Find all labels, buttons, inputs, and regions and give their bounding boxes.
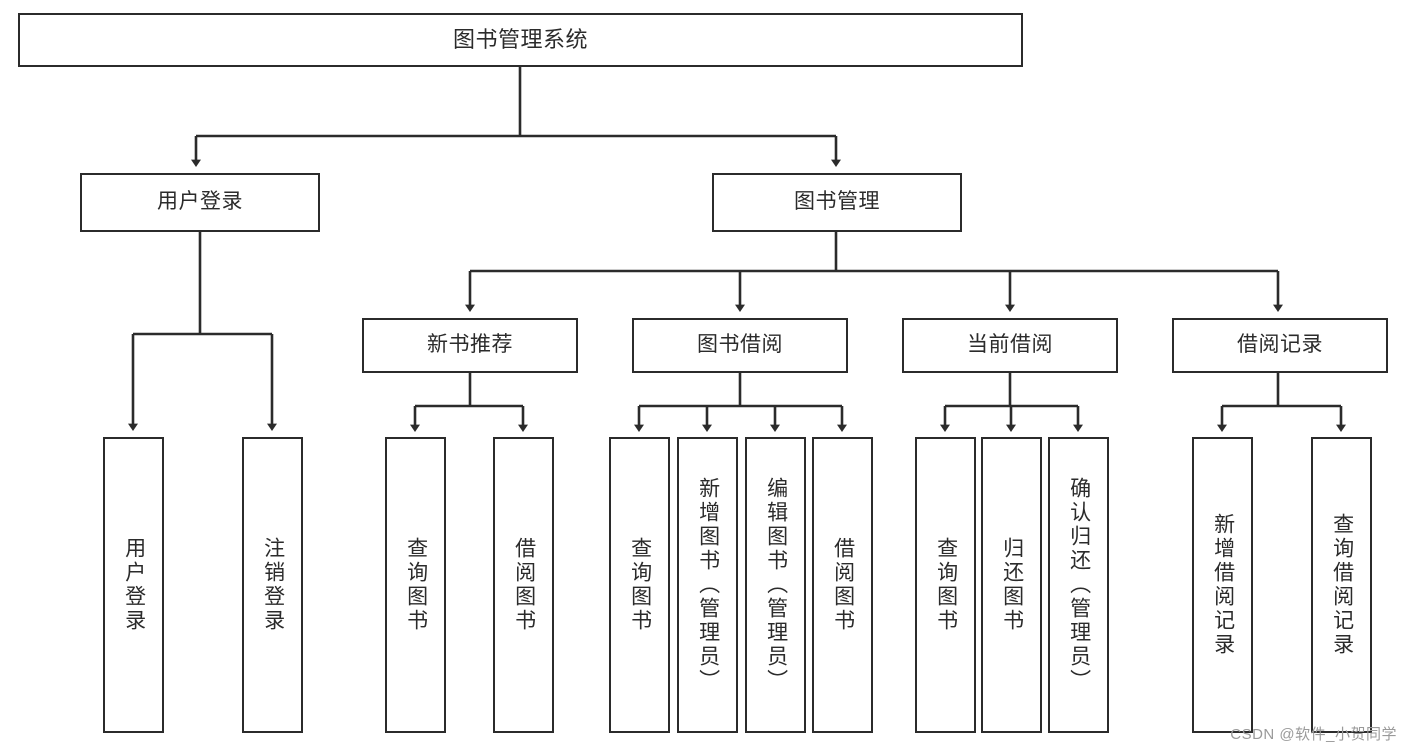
node-label: 新增图书（管理员） bbox=[696, 477, 720, 693]
node-label: 当前借阅 bbox=[967, 333, 1053, 357]
node-leaf-logout[interactable]: 注销登录 bbox=[242, 437, 303, 733]
node-label: 归还图书 bbox=[1000, 537, 1024, 633]
node-leaf-edit-book-admin[interactable]: 编辑图书（管理员） bbox=[745, 437, 806, 733]
node-label: 借阅图书 bbox=[831, 537, 855, 633]
node-leaf-query-book-current[interactable]: 查询图书 bbox=[915, 437, 976, 733]
node-label: 查询图书 bbox=[404, 537, 428, 633]
node-leaf-confirm-return-admin[interactable]: 确认归还（管理员） bbox=[1048, 437, 1109, 733]
node-label: 查询图书 bbox=[934, 537, 958, 633]
node-label: 用户登录 bbox=[157, 190, 243, 214]
node-leaf-query-borrow-record[interactable]: 查询借阅记录 bbox=[1311, 437, 1372, 733]
node-borrowing-record[interactable]: 借阅记录 bbox=[1172, 318, 1388, 373]
node-label: 借阅记录 bbox=[1237, 333, 1323, 357]
node-book-management-system[interactable]: 图书管理系统 bbox=[18, 13, 1023, 67]
node-label: 查询图书 bbox=[628, 537, 652, 633]
node-leaf-query-book-borrow[interactable]: 查询图书 bbox=[609, 437, 670, 733]
node-label: 编辑图书（管理员） bbox=[764, 477, 788, 693]
node-book-borrowing[interactable]: 图书借阅 bbox=[632, 318, 848, 373]
csdn-watermark: CSDN @软件_小贺同学 bbox=[1230, 726, 1397, 743]
node-label: 图书管理 bbox=[794, 190, 880, 214]
node-leaf-lend-book[interactable]: 借阅图书 bbox=[812, 437, 873, 733]
node-label: 注销登录 bbox=[261, 537, 285, 633]
node-label: 新增借阅记录 bbox=[1211, 513, 1235, 657]
node-leaf-borrow-book-newbook[interactable]: 借阅图书 bbox=[493, 437, 554, 733]
node-label: 图书管理系统 bbox=[452, 27, 588, 53]
node-current-borrowing[interactable]: 当前借阅 bbox=[902, 318, 1118, 373]
node-label: 借阅图书 bbox=[512, 537, 536, 633]
node-book-management[interactable]: 图书管理 bbox=[712, 173, 962, 232]
node-label: 确认归还（管理员） bbox=[1067, 477, 1091, 693]
node-leaf-user-login[interactable]: 用户登录 bbox=[103, 437, 164, 733]
node-label: 查询借阅记录 bbox=[1330, 513, 1354, 657]
node-leaf-add-borrow-record[interactable]: 新增借阅记录 bbox=[1192, 437, 1253, 733]
node-label: 新书推荐 bbox=[427, 333, 513, 357]
node-leaf-return-book[interactable]: 归还图书 bbox=[981, 437, 1042, 733]
node-leaf-query-book-newbook[interactable]: 查询图书 bbox=[385, 437, 446, 733]
node-leaf-add-book-admin[interactable]: 新增图书（管理员） bbox=[677, 437, 738, 733]
node-user-login[interactable]: 用户登录 bbox=[80, 173, 320, 232]
node-new-book-recommendation[interactable]: 新书推荐 bbox=[362, 318, 578, 373]
node-label: 用户登录 bbox=[122, 537, 146, 633]
node-label: 图书借阅 bbox=[697, 333, 783, 357]
